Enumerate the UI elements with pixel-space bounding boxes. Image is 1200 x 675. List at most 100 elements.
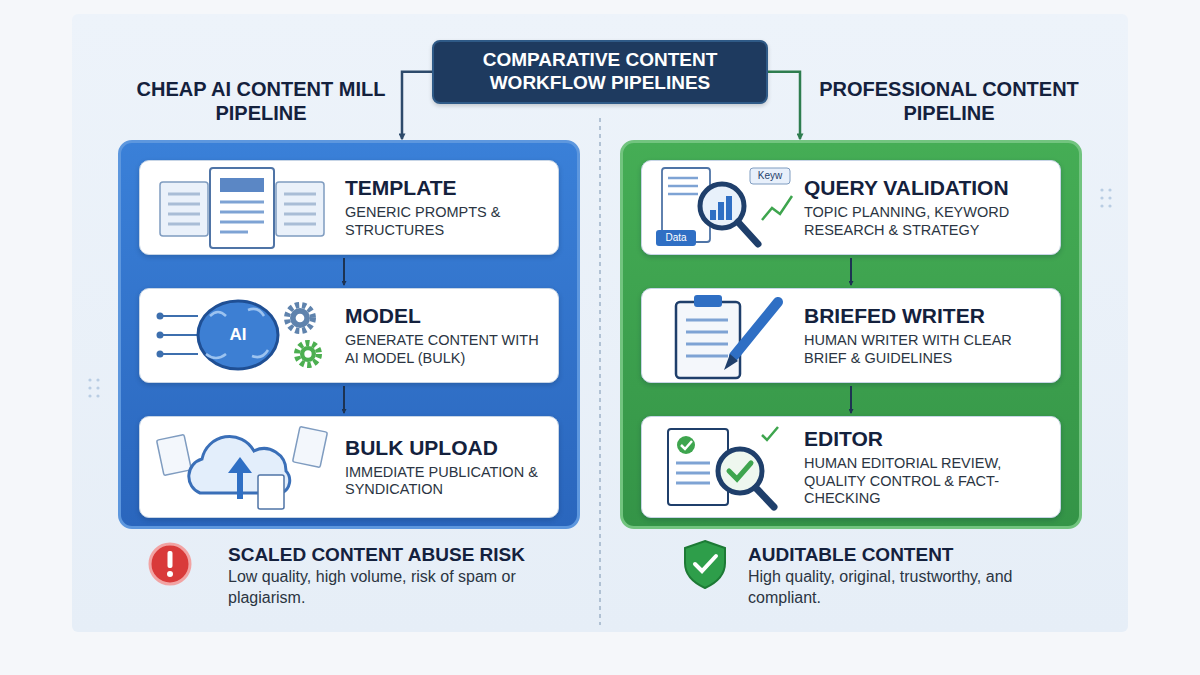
callout-heading: AUDITABLE CONTENT: [748, 543, 1048, 567]
doc-shape: [293, 427, 328, 468]
step-heading: TEMPLATE: [345, 176, 548, 200]
step-text: QUERY VALIDATION TOPIC PLANNING, KEYWORD …: [804, 176, 1050, 239]
circuit-line: [160, 315, 198, 317]
doc-line: [220, 230, 248, 233]
doc-shape: [157, 435, 192, 476]
callout-text: High quality, original, trustworthy, and…: [748, 567, 1048, 609]
doc-line: [168, 202, 200, 205]
doc-shape: [276, 182, 324, 236]
doc-line: [168, 222, 200, 225]
doc-block: [220, 178, 264, 192]
chart-bar: [726, 196, 732, 220]
shield-icon: [685, 541, 725, 588]
tag-shape: [750, 168, 790, 184]
doc-line: [168, 212, 200, 215]
circuit-dot: [157, 331, 164, 338]
gear-teeth: [297, 343, 319, 365]
callout-icon: [683, 539, 731, 591]
title-box: COMPARATIVE CONTENT WORKFLOW PIPELINES: [432, 40, 768, 104]
callout-text-column: AUDITABLE CONTENTHigh quality, original,…: [748, 543, 1048, 608]
step-text: EDITOR HUMAN EDITORIAL REVIEW, QUALITY CO…: [804, 427, 1050, 507]
step-text: BRIEFED WRITER HUMAN WRITER WITH CLEAR BR…: [804, 304, 1050, 367]
flow-arrow: [343, 258, 345, 285]
gear-body: [290, 308, 310, 328]
step-text: MODELGENERATE CONTENT WITH AI MODEL (BUL…: [345, 304, 548, 367]
trend-line: [762, 196, 792, 220]
doc-line: [686, 354, 728, 357]
doc-line: [668, 176, 698, 179]
step-description: TOPIC PLANNING, KEYWORD RESEARCH & STRAT…: [804, 204, 1050, 239]
pipeline-heading: PROFESSIONAL CONTENT PIPELINE: [818, 77, 1080, 125]
circuit-line: [160, 353, 198, 355]
circuit-line: [160, 334, 198, 336]
process-box: EDITOR HUMAN EDITORIAL REVIEW, QUALITY CO…: [641, 416, 1061, 518]
step-icon: [148, 160, 338, 255]
chart-bar: [718, 202, 724, 220]
doc-shape: [258, 475, 284, 509]
check-mark: [681, 441, 692, 449]
check-badge: [677, 436, 695, 454]
alert-dot: [167, 571, 173, 577]
step-heading: QUERY VALIDATION: [804, 176, 1050, 200]
step-text: BULK UPLOADIMMEDIATE PUBLICATION & SYNDI…: [345, 436, 548, 499]
step-heading: BULK UPLOAD: [345, 436, 548, 460]
step-heading: EDITOR: [804, 427, 1050, 451]
step-description: GENERATE CONTENT WITH AI MODEL (BULK): [345, 332, 548, 367]
step-description: HUMAN WRITER WITH CLEAR BRIEF & GUIDELIN…: [804, 332, 1050, 367]
background-panel: [72, 14, 1128, 632]
step-description: GENERIC PROMPTS & STRUCTURES: [345, 204, 548, 239]
gear-teeth: [287, 305, 313, 331]
doc-line: [220, 210, 264, 213]
flow-arrow: [343, 386, 345, 413]
process-box: DataKeywQUERY VALIDATION TOPIC PLANNING, …: [641, 160, 1061, 255]
chart-bar: [710, 210, 716, 220]
divider: [599, 118, 601, 625]
brain-fold: [206, 308, 268, 357]
doc-line: [668, 184, 698, 187]
callout-heading: SCALED CONTENT ABUSE RISK: [228, 543, 528, 567]
pipeline-panel: DataKeywQUERY VALIDATION TOPIC PLANNING, …: [620, 140, 1082, 529]
alert-circle: [150, 544, 190, 584]
circuit-dot: [157, 350, 164, 357]
icon-graphic: [650, 288, 798, 383]
step-text: TEMPLATE GENERIC PROMPTS & STRUCTURES: [345, 176, 548, 239]
callout-text: Low quality, high volume, risk of spam o…: [228, 567, 528, 609]
callout-icon: [148, 539, 196, 591]
icon-label: AI: [221, 325, 255, 345]
doc-line: [284, 202, 316, 205]
doc-shape: [160, 182, 208, 236]
step-icon: DataKeyw: [650, 160, 798, 255]
upload-arrowhead: [228, 457, 252, 473]
brain-shape: [198, 301, 278, 369]
process-box: BRIEFED WRITER HUMAN WRITER WITH CLEAR BR…: [641, 288, 1061, 383]
doc-shape: [210, 168, 274, 248]
doc-line: [284, 222, 316, 225]
doc-line: [676, 472, 710, 475]
gear-hole: [296, 313, 305, 322]
magnifier-handle: [756, 488, 774, 507]
doc-line: [686, 330, 728, 333]
doc-line: [220, 220, 264, 223]
flow-arrow: [768, 72, 800, 139]
process-box: BULK UPLOADIMMEDIATE PUBLICATION & SYNDI…: [139, 416, 559, 518]
doc-line: [686, 318, 728, 321]
gear-body: [300, 346, 316, 362]
doc-line: [676, 462, 710, 465]
icon-graphic: [650, 419, 798, 514]
step-icon: [650, 419, 798, 514]
doc-line: [686, 342, 728, 345]
process-box: TEMPLATE GENERIC PROMPTS & STRUCTURES: [139, 160, 559, 255]
flow-arrow: [850, 386, 852, 413]
doc-line: [168, 192, 200, 195]
pipeline-heading: CHEAP AI CONTENT MILL PIPELINE: [131, 77, 391, 125]
step-description: HUMAN EDITORIAL REVIEW, QUALITY CONTROL …: [804, 455, 1050, 507]
pen-body: [734, 302, 778, 356]
check-mark: [695, 556, 716, 571]
magnifier-handle: [738, 222, 758, 244]
check-mark: [762, 427, 778, 440]
step-heading: BRIEFED WRITER: [804, 304, 1050, 328]
upload-arrow: [237, 469, 243, 499]
circuit-dot: [157, 312, 164, 319]
icon-tag-label: Keyw: [750, 168, 790, 184]
